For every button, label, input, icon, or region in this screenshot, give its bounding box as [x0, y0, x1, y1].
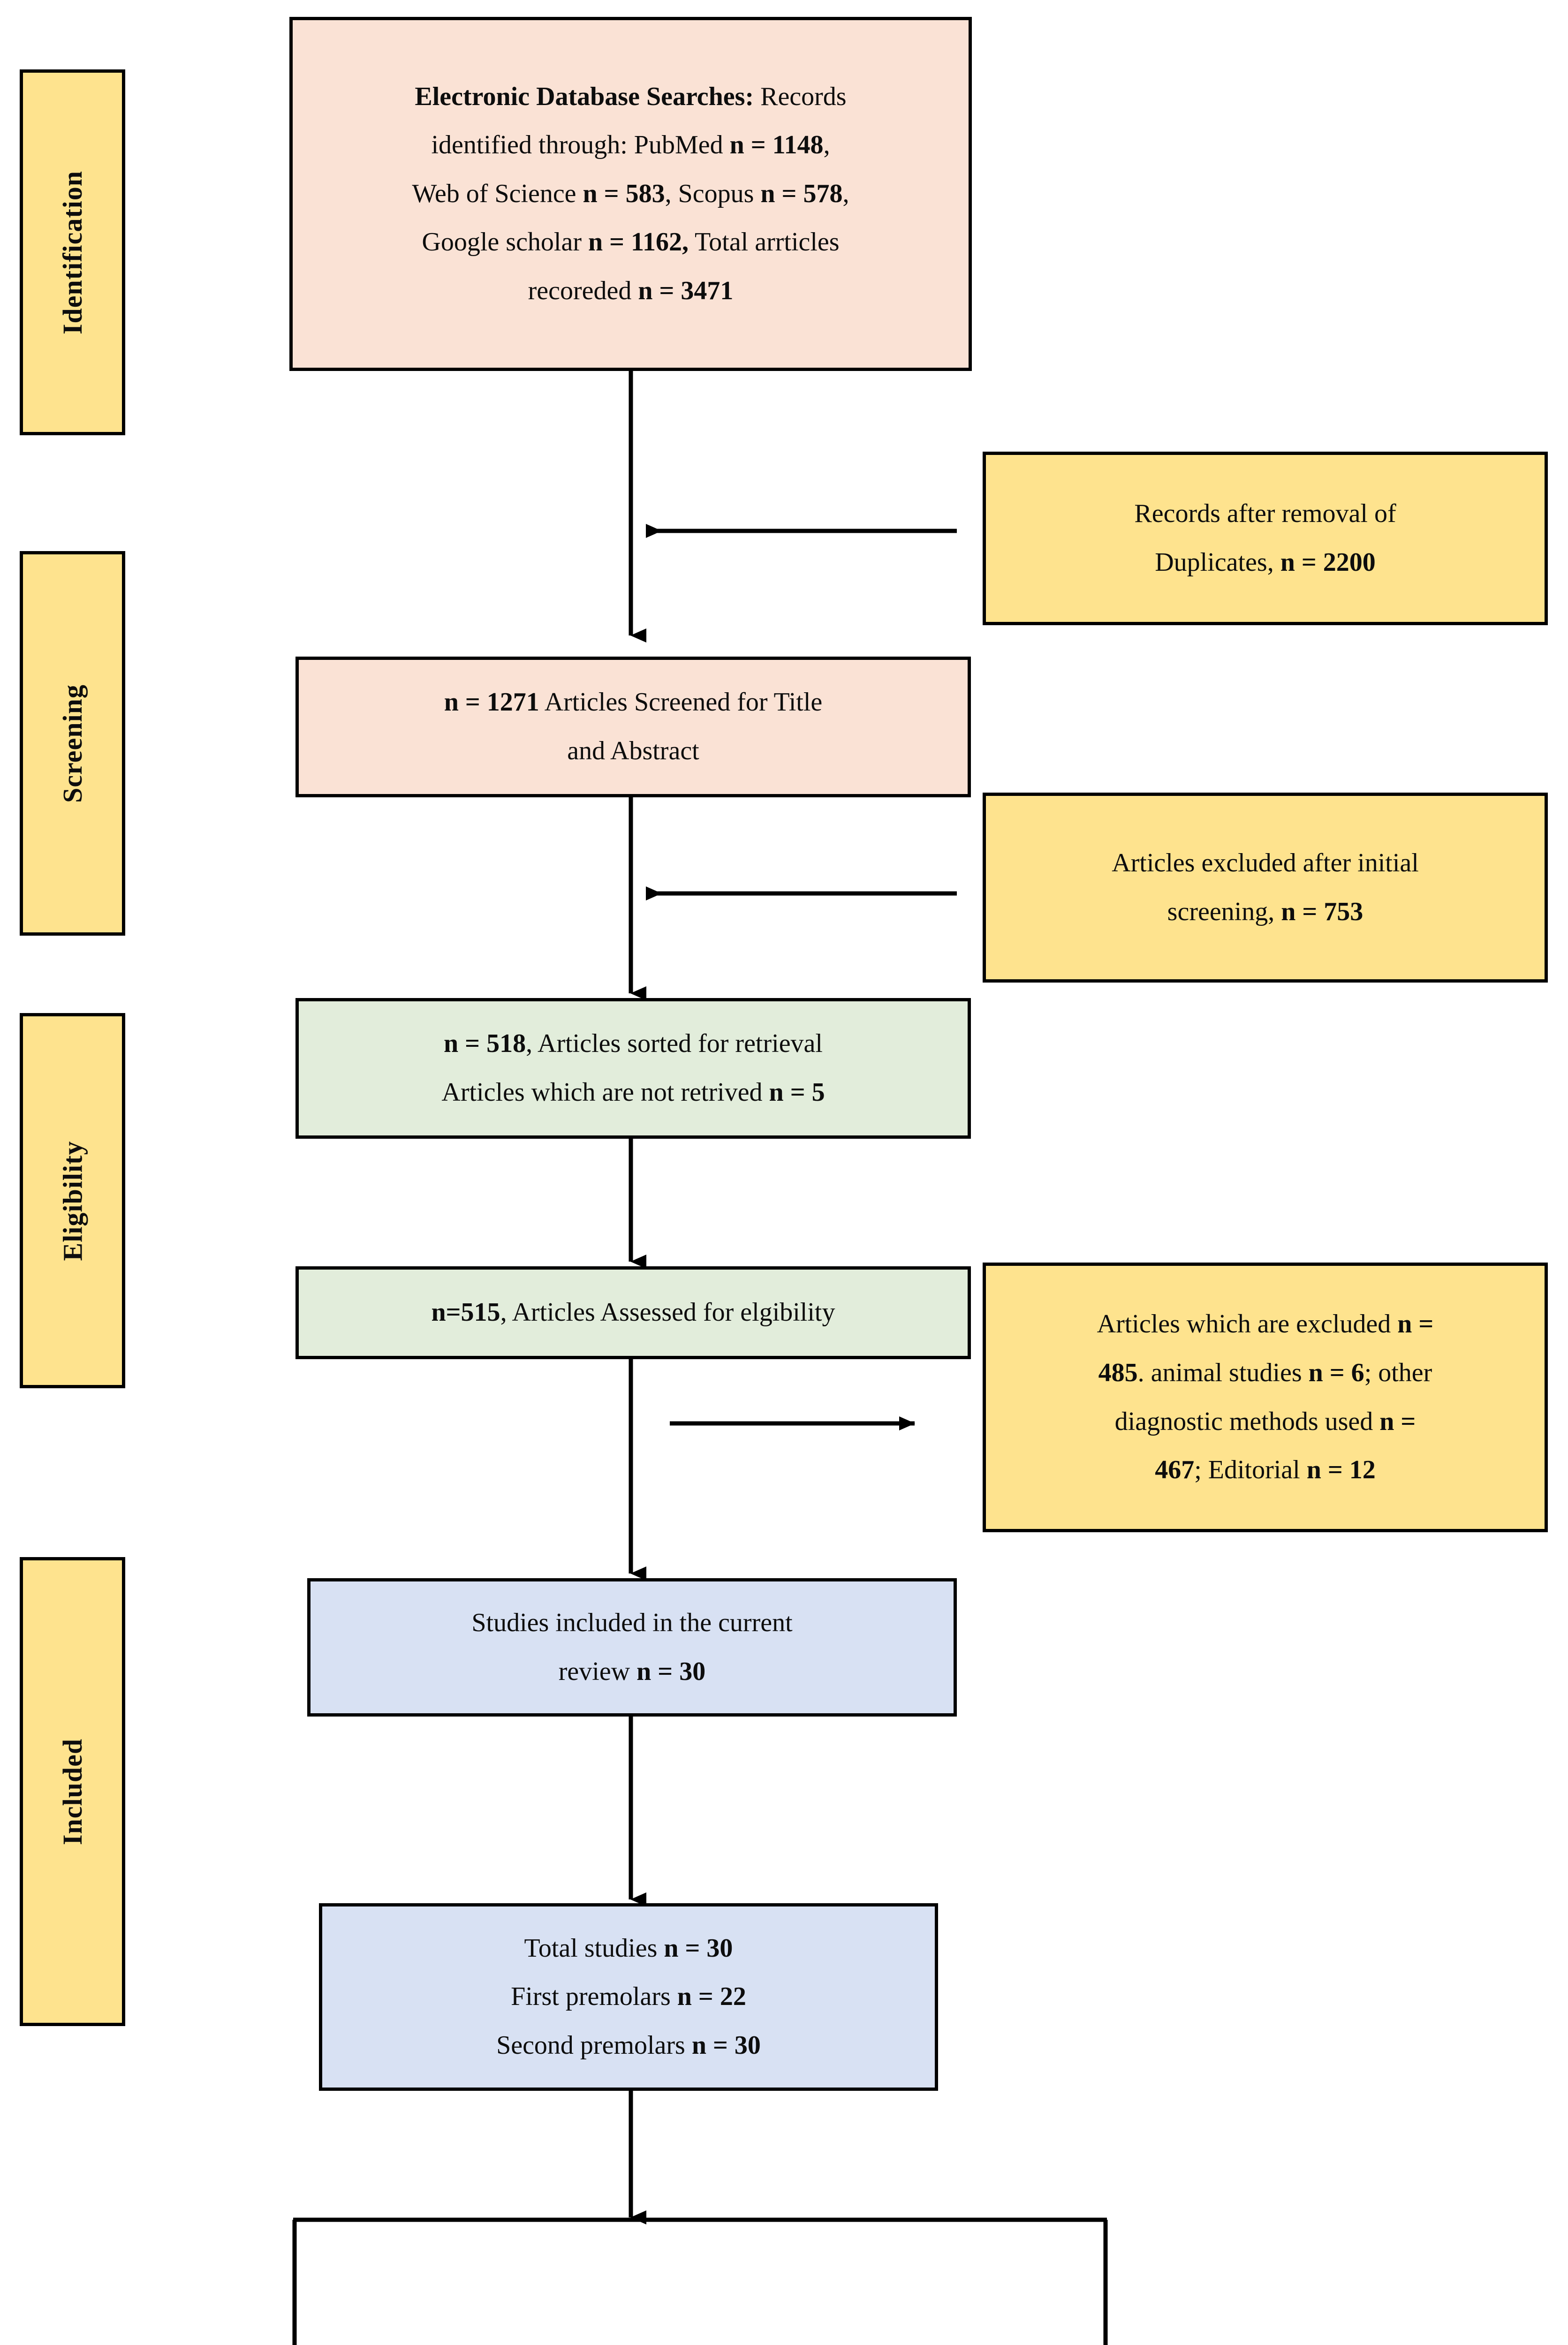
- box-studies-included: Studies included in the current review n…: [307, 1578, 957, 1717]
- box-records-identified-line-3: Web of Science n = 583, Scopus n = 578,: [412, 179, 849, 208]
- stage-label-screening-text: Screening: [57, 684, 88, 803]
- box-records-identified-line-2: identified through: PubMed n = 1148,: [431, 130, 830, 160]
- box-excluded-with-reasons: Articles which are excluded n = 485. ani…: [983, 1263, 1548, 1532]
- box-excluded-with-reasons-line-2: 485. animal studies n = 6; other: [1098, 1358, 1432, 1387]
- stage-label-included-text: Included: [57, 1738, 88, 1845]
- box-excluded-with-reasons-line-1: Articles which are excluded n =: [1097, 1309, 1434, 1339]
- box-excluded-with-reasons-line-4: 467; Editorial n = 12: [1155, 1455, 1376, 1485]
- box-duplicates-removed: Records after removal of Duplicates, n =…: [983, 452, 1548, 625]
- box-excluded-initial-screening-line-2: screening, n = 753: [1167, 897, 1363, 926]
- stage-label-screening: Screening: [20, 551, 125, 936]
- box-sorted-for-retrieval-line-1: n = 518, Articles sorted for retrieval: [444, 1029, 823, 1059]
- box-total-studies-line-2: First premolars n = 22: [511, 1982, 746, 2012]
- stage-label-eligibility: Eligibility: [20, 1013, 125, 1388]
- box-assessed-for-eligibility-line-1: n=515, Articles Assessed for elgibility: [431, 1298, 835, 1327]
- box-duplicates-removed-line-1: Records after removal of: [1134, 499, 1396, 529]
- box-assessed-for-eligibility: n=515, Articles Assessed for elgibility: [295, 1266, 971, 1359]
- box-duplicates-removed-line-2: Duplicates, n = 2200: [1155, 548, 1376, 577]
- box-total-studies-breakdown: Total studies n = 30 First premolars n =…: [319, 1903, 938, 2091]
- stage-label-identification-text: Identification: [57, 170, 88, 334]
- box-records-identified-line-1: Electronic Database Searches: Records: [415, 82, 847, 111]
- box-studies-included-line-1: Studies included in the current: [471, 1608, 793, 1637]
- box-screened-title-abstract: n = 1271 Articles Screened for Title and…: [295, 657, 971, 797]
- box-screened-title-abstract-line-1: n = 1271 Articles Screened for Title: [444, 688, 823, 717]
- box-total-studies-line-3: Second premolars n = 30: [496, 2030, 761, 2060]
- box-excluded-with-reasons-line-3: diagnostic methods used n =: [1114, 1407, 1416, 1436]
- box-records-identified-line-5: recoreded n = 3471: [528, 276, 734, 305]
- box-sorted-for-retrieval-line-2: Articles which are not retrived n = 5: [441, 1078, 825, 1107]
- box-studies-included-line-2: review n = 30: [558, 1657, 706, 1686]
- box-sorted-for-retrieval: n = 518, Articles sorted for retrieval A…: [295, 998, 971, 1139]
- box-records-identified: Electronic Database Searches: Records id…: [289, 17, 972, 371]
- stage-label-eligibility-text: Eligibility: [57, 1141, 88, 1261]
- box-excluded-initial-screening: Articles excluded after initial screenin…: [983, 793, 1548, 983]
- box-records-identified-line-4: Google scholar n = 1162, Total arrticles: [422, 227, 840, 257]
- stage-label-identification: Identification: [20, 69, 125, 435]
- stage-label-included: Included: [20, 1557, 125, 2026]
- box-total-studies-line-1: Total studies n = 30: [524, 1933, 733, 1963]
- box-excluded-initial-screening-line-1: Articles excluded after initial: [1112, 848, 1419, 877]
- box-screened-title-abstract-line-2: and Abstract: [567, 736, 699, 765]
